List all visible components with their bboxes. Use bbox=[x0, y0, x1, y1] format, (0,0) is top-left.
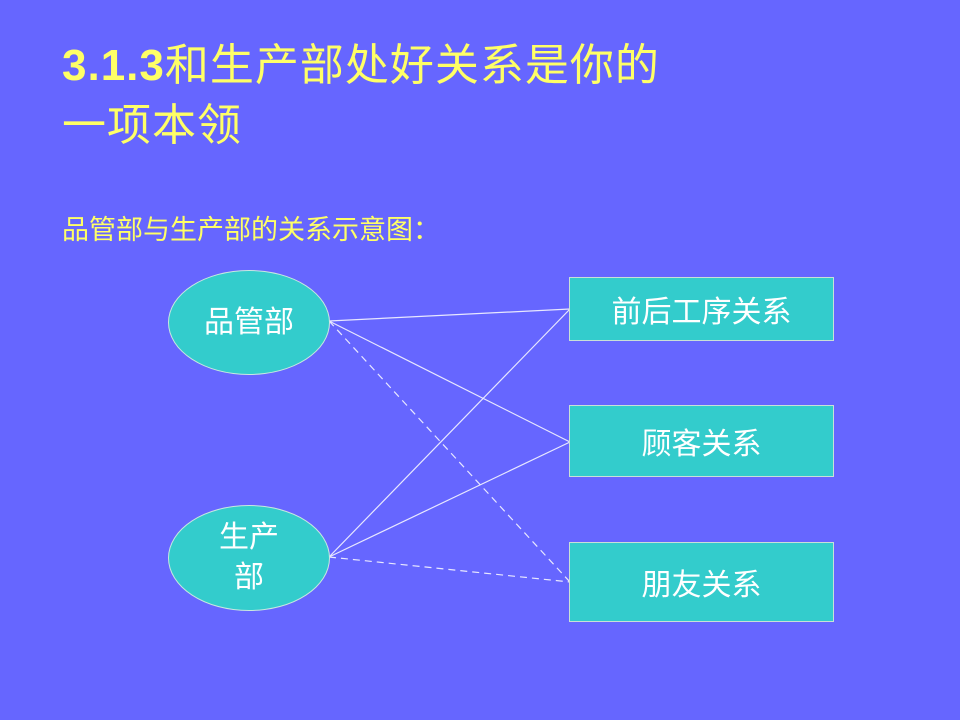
line-qc-to-customer bbox=[328, 320, 571, 443]
line-production-to-customer bbox=[328, 441, 571, 558]
slide-title: 3.1.3和生产部处好关系是你的 一项本领 bbox=[62, 36, 660, 156]
line-production-to-friend bbox=[328, 556, 571, 583]
line-qc-to-friend bbox=[328, 320, 571, 583]
node-customer-relation: 顾客关系 bbox=[569, 405, 834, 477]
title-line-2: 一项本领 bbox=[62, 100, 242, 151]
node-friend-label: 朋友关系 bbox=[641, 568, 762, 603]
node-qc-department: 品管部 bbox=[168, 270, 330, 375]
node-production-department: 生产 部 bbox=[168, 505, 330, 611]
title-number: 3.1.3 bbox=[62, 41, 165, 90]
title-line-1: 3.1.3和生产部处好关系是你的 bbox=[62, 36, 660, 96]
node-production-label-2: 部 bbox=[234, 560, 264, 595]
node-qc-label: 品管部 bbox=[204, 304, 294, 340]
title-text-1: 和生产部处好关系是你的 bbox=[164, 40, 660, 91]
node-process-label: 前后工序关系 bbox=[611, 295, 792, 330]
node-production-label-1: 生产 bbox=[219, 520, 279, 555]
node-customer-label: 顾客关系 bbox=[641, 427, 762, 462]
diagram-caption: 品管部与生产部的关系示意图： bbox=[62, 215, 440, 246]
node-process-relation: 前后工序关系 bbox=[569, 277, 834, 341]
line-production-to-process bbox=[328, 308, 571, 558]
line-qc-to-process bbox=[328, 308, 571, 322]
node-friend-relation: 朋友关系 bbox=[569, 542, 834, 622]
